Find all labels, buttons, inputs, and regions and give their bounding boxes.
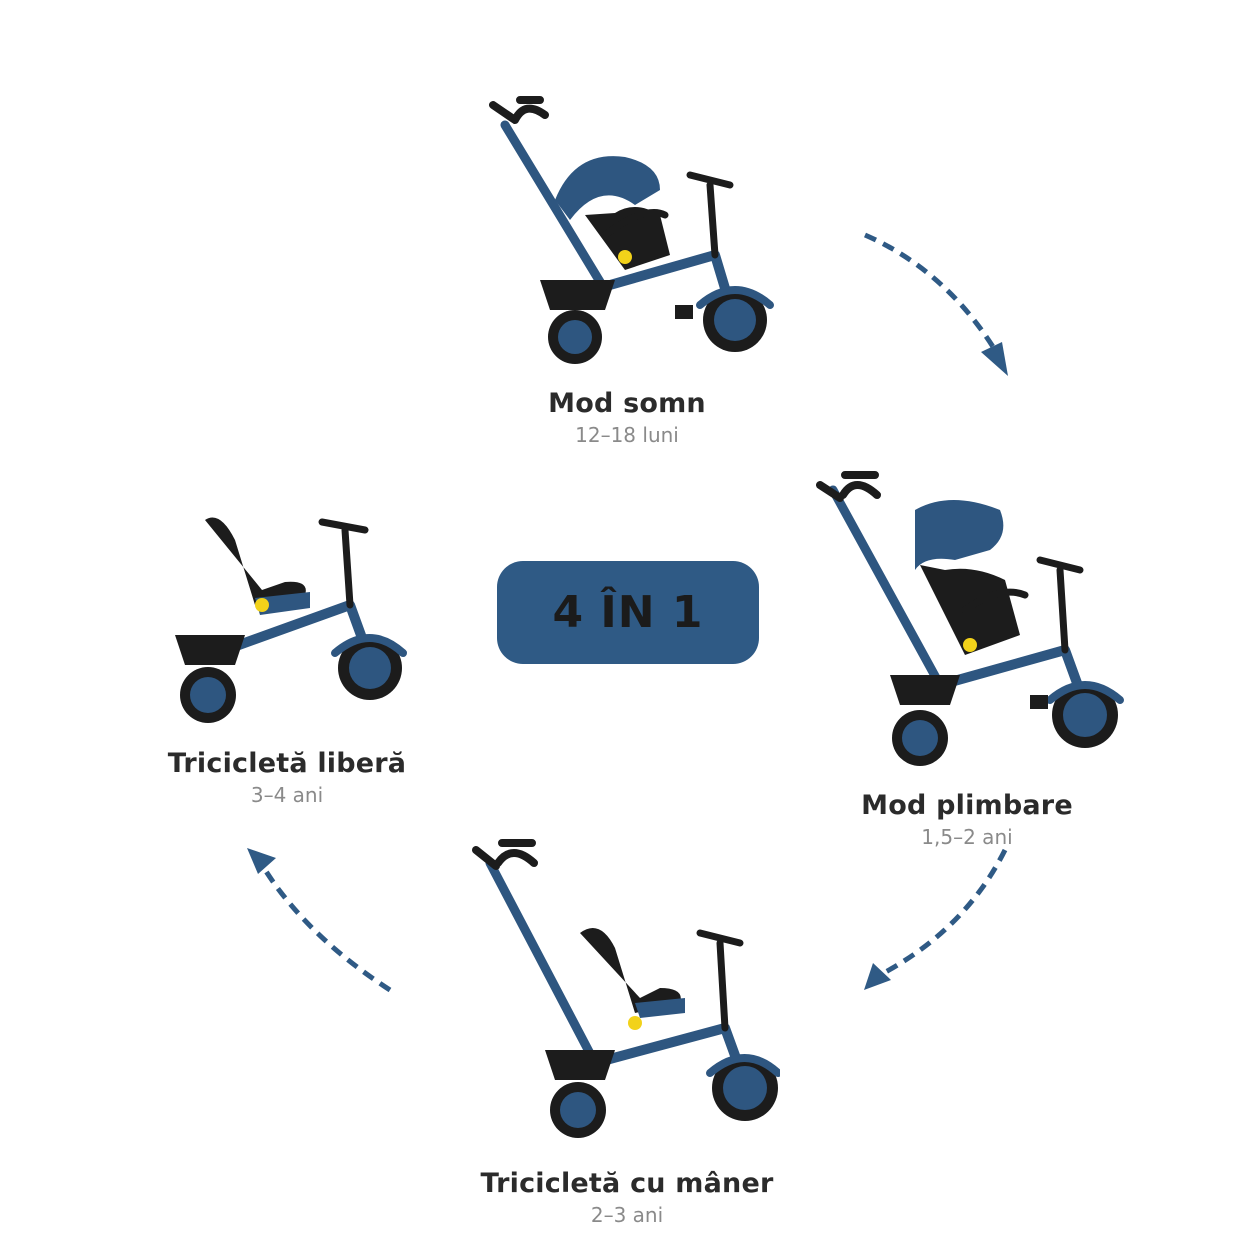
arrowhead-bottom-right — [864, 963, 891, 990]
mode-age: 2–3 ani — [590, 1203, 664, 1227]
arrow-top-right — [863, 232, 998, 352]
trike-free-mode-image — [175, 517, 407, 723]
trike-sleep-mode-image — [489, 96, 774, 364]
mode-label-stroll: Mod plimbare 1,5–2 ani — [787, 790, 1147, 850]
mode-label-free: Tricicletă liberă 3–4 ani — [107, 748, 467, 808]
mode-age: 1,5–2 ani — [921, 825, 1013, 849]
center-badge-text: 4 ÎN 1 — [552, 587, 704, 638]
mode-age: 12–18 luni — [575, 423, 679, 447]
mode-title: Tricicletă liberă — [167, 748, 407, 779]
mode-title: Tricicletă cu mâner — [480, 1168, 774, 1199]
mode-label-sleep: Mod somn 12–18 luni — [447, 388, 807, 448]
arrowhead-bottom-left — [247, 848, 276, 874]
trike-with-handle-image — [472, 839, 780, 1138]
mode-title: Mod plimbare — [861, 790, 1073, 821]
center-badge: 4 ÎN 1 — [497, 561, 759, 664]
arrow-bottom-left — [259, 863, 392, 993]
mode-title: Mod somn — [548, 388, 706, 419]
arrowhead-top-right — [981, 342, 1008, 376]
mode-age: 3–4 ani — [250, 783, 324, 807]
arrow-bottom-right — [878, 848, 1008, 978]
mode-label-handle: Tricicletă cu mâner 2–3 ani — [447, 1168, 807, 1228]
trike-stroll-mode-image — [816, 471, 1124, 766]
